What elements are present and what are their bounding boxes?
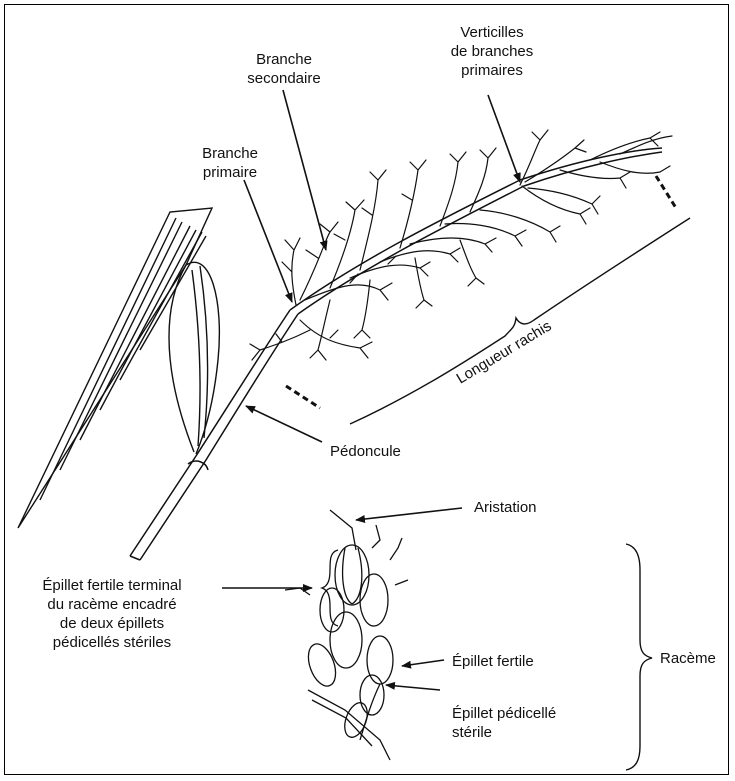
label-raceme: Racème <box>660 649 716 668</box>
label-pedoncule: Pédoncule <box>330 442 401 461</box>
label-branche-primaire: Branche primaire <box>190 144 270 182</box>
label-verticilles: Verticilles de branches primaires <box>438 23 546 80</box>
label-epillet-pedicelle: Épillet pédicellé stérile <box>452 704 556 742</box>
stem <box>130 148 662 560</box>
label-epillet-fertile: Épillet fertile <box>452 652 534 671</box>
leaf-blade <box>18 208 219 528</box>
label-epillet-terminal: Épillet fertile terminal du racème encad… <box>14 576 210 652</box>
label-branche-secondaire: Branche secondaire <box>232 50 336 88</box>
rachis-bracket <box>350 218 690 424</box>
panicle-branches <box>250 130 672 360</box>
raceme-brace <box>626 544 652 770</box>
raceme-illustration <box>285 510 408 760</box>
label-aristation: Aristation <box>474 498 537 517</box>
